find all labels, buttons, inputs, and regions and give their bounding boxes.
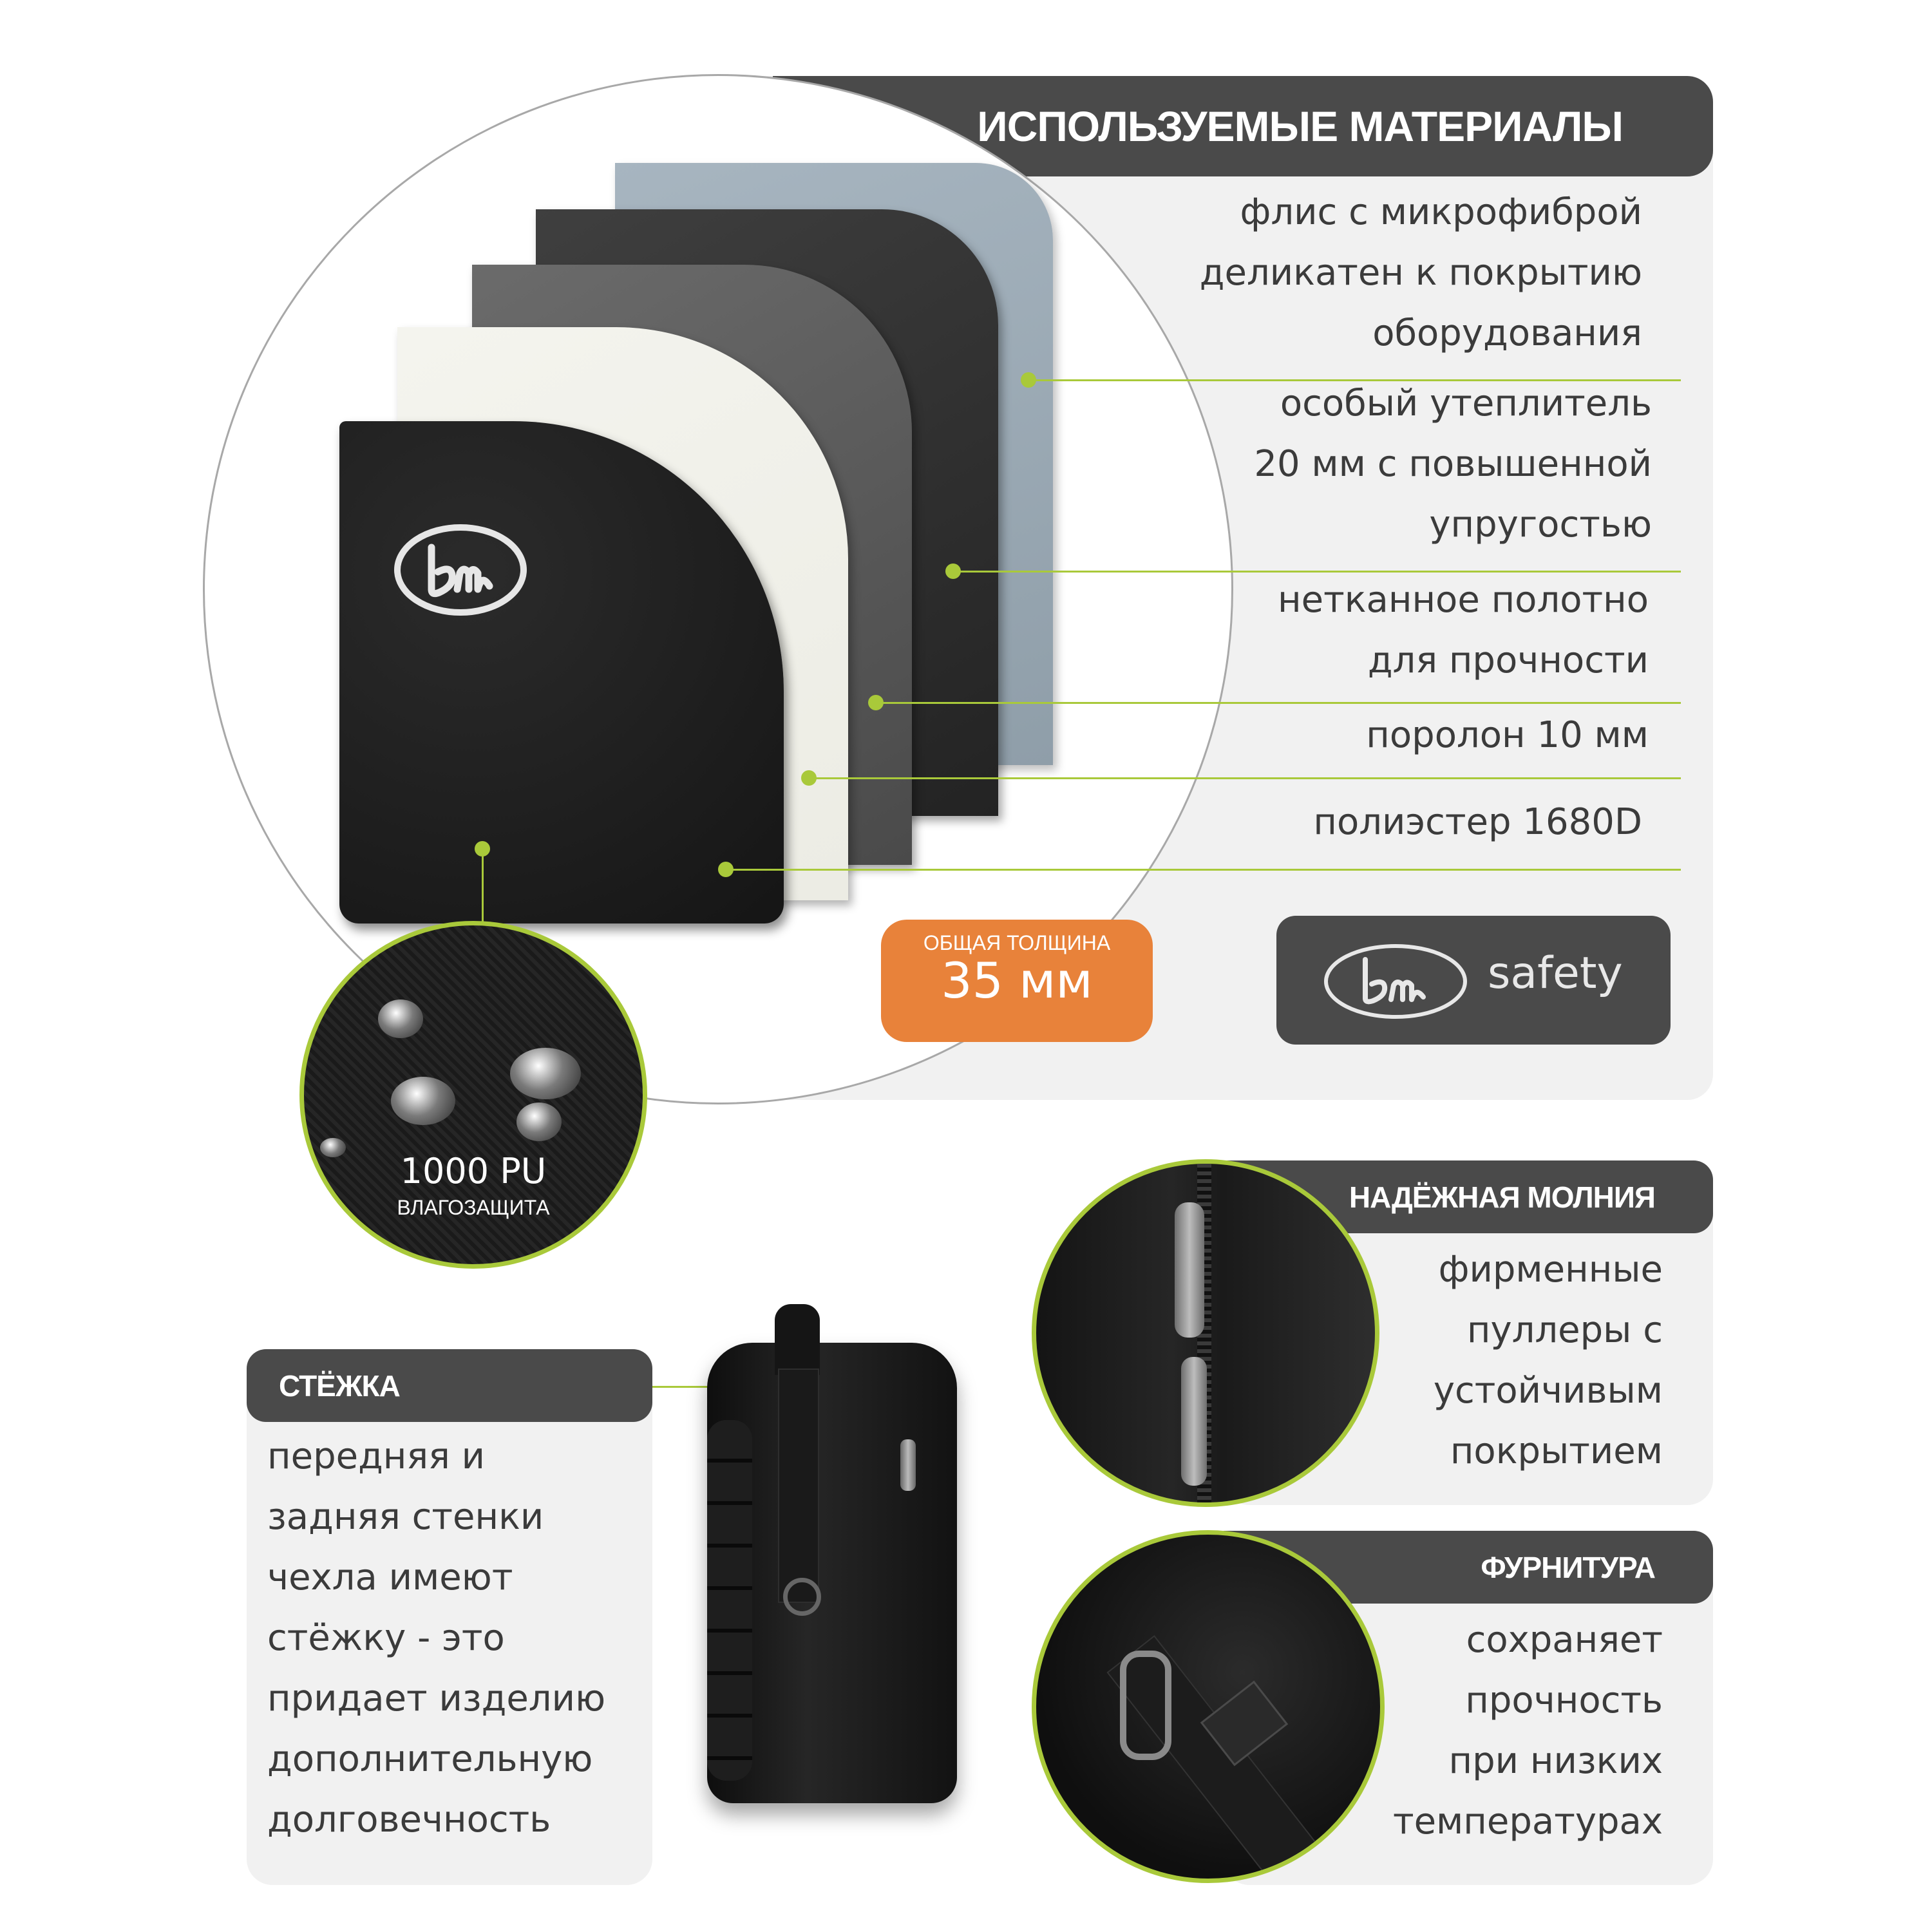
text-line: при низких xyxy=(1448,1740,1663,1782)
text-line: полиэстер 1680D xyxy=(1313,801,1642,843)
bm-brand-logo-icon xyxy=(1324,944,1467,1019)
leader-dot-fleece xyxy=(1021,372,1036,388)
quilting-panel xyxy=(247,1349,652,1885)
text-line: стёжку - это xyxy=(267,1617,505,1659)
waterproof-connector xyxy=(482,849,484,926)
text-line: оборудования xyxy=(1372,312,1642,354)
layer-desc-foam: поролон 10 мм xyxy=(1095,705,1649,766)
water-drop xyxy=(516,1103,562,1141)
water-drop xyxy=(391,1077,455,1125)
waterproof-circle: 1000 PU ВЛАГОЗАЩИТА xyxy=(299,921,647,1269)
text-line: для прочности xyxy=(1367,639,1649,681)
waterproof-label: ВЛАГОЗАЩИТА xyxy=(397,1196,550,1219)
text-line: упругостью xyxy=(1429,504,1652,545)
bag-ring-icon xyxy=(783,1578,821,1616)
layer-desc-insulation: особый утеплитель 20 мм с повышенной упр… xyxy=(1095,374,1652,555)
text-line: флис с микрофиброй xyxy=(1240,191,1642,233)
leader-dot-foam xyxy=(801,770,817,786)
leader-line-foam xyxy=(809,777,1681,779)
buckle-icon xyxy=(1120,1651,1171,1760)
text-line: фирменные xyxy=(1438,1249,1663,1291)
leader-dot-polyester xyxy=(718,862,734,877)
water-drop xyxy=(510,1048,581,1099)
text-line: пуллеры с xyxy=(1466,1309,1663,1351)
text-line: чехла имеют xyxy=(267,1557,513,1598)
brand-word: safety xyxy=(1488,948,1623,999)
text-line: долговечность xyxy=(267,1799,551,1841)
water-drop xyxy=(320,1138,346,1157)
zipper-desc: фирменные пуллеры с устойчивым покрытием xyxy=(1385,1240,1663,1482)
text-line: прочность xyxy=(1465,1680,1663,1721)
text-line: нетканное полотно xyxy=(1278,579,1649,621)
text-line: покрытием xyxy=(1450,1430,1663,1472)
leader-line-fleece xyxy=(1028,379,1681,381)
zipper-puller-icon xyxy=(1181,1357,1207,1486)
leader-line-nonwoven xyxy=(876,702,1681,704)
zipper-puller-icon xyxy=(1175,1202,1204,1338)
hardware-desc: сохраняет прочность при низких температу… xyxy=(1385,1610,1663,1852)
bm-logo-icon xyxy=(394,524,527,616)
quilting-header-text: СТЁЖКА xyxy=(279,1368,401,1403)
layer-desc-nonwoven: нетканное полотно для прочности xyxy=(1095,570,1649,691)
thickness-badge: ОБЩАЯ ТОЛЩИНА 35 мм xyxy=(881,920,1153,1042)
zipper-circle xyxy=(1032,1159,1379,1507)
bag-quilt-rib xyxy=(707,1420,752,1781)
bag-zipper-puller-icon xyxy=(900,1439,916,1491)
text-line: устойчивым xyxy=(1433,1370,1663,1412)
layer-desc-polyester: полиэстер 1680D xyxy=(1095,792,1642,853)
zipper-header-text: НАДЁЖНАЯ МОЛНИЯ xyxy=(1349,1180,1656,1214)
waterproof-dot xyxy=(475,841,490,857)
text-line: сохраняет xyxy=(1466,1619,1663,1661)
leader-dot-nonwoven xyxy=(868,695,884,710)
leader-line-polyester xyxy=(726,869,1681,871)
quilting-connector xyxy=(652,1386,723,1388)
text-line: деликатен к покрытию xyxy=(1199,252,1642,294)
text-line: 20 мм с повышенной xyxy=(1254,443,1652,485)
text-line: особый утеплитель xyxy=(1280,383,1652,424)
water-drop xyxy=(378,999,423,1038)
bag-product-image xyxy=(707,1304,957,1803)
materials-header-text: ИСПОЛЬЗУЕМЫЕ МАТЕРИАЛЫ xyxy=(977,102,1624,150)
text-line: поролон 10 мм xyxy=(1366,714,1649,756)
quilting-header: СТЁЖКА xyxy=(247,1349,652,1422)
layer-desc-fleece: флис с микрофиброй деликатен к покрытию … xyxy=(1095,182,1642,364)
leader-dot-insulation xyxy=(945,564,961,579)
brand-badge: safety xyxy=(1276,916,1671,1045)
leader-line-insulation xyxy=(953,571,1681,573)
bag-strap xyxy=(778,1368,819,1603)
text-line: передняя и xyxy=(267,1435,485,1477)
bag-handle xyxy=(775,1304,820,1375)
waterproof-value: 1000 PU xyxy=(400,1151,547,1191)
thickness-value: 35 мм xyxy=(941,952,1093,1009)
hardware-header-text: ФУРНИТУРА xyxy=(1481,1550,1656,1584)
hardware-circle xyxy=(1032,1530,1385,1883)
text-line: температурах xyxy=(1392,1801,1663,1842)
thickness-label: ОБЩАЯ ТОЛЩИНА xyxy=(923,931,1111,954)
quilting-desc: передняя и задняя стенки чехла имеют стё… xyxy=(267,1426,641,1850)
text-line: дополнительную xyxy=(267,1738,593,1780)
text-line: задняя стенки xyxy=(267,1496,544,1538)
text-line: придает изделию xyxy=(267,1678,606,1719)
